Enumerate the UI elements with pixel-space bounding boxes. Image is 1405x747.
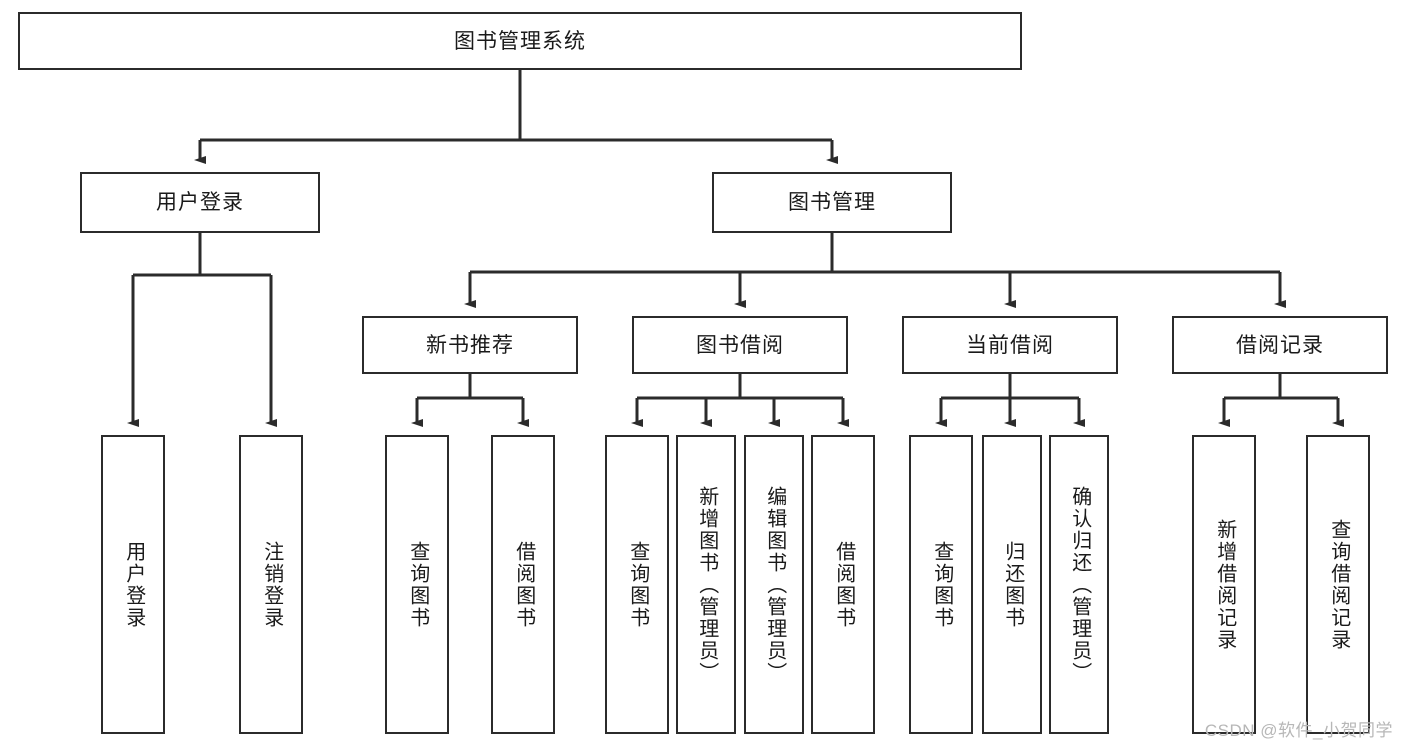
node-label: 归还图书 xyxy=(1001,540,1024,629)
node-label: 用户登录 xyxy=(122,540,145,629)
node-label: 用户登录 xyxy=(156,191,244,214)
leaf-recommend-query-book[interactable]: 查询图书 xyxy=(385,435,449,734)
node-label: 图书管理系统 xyxy=(454,29,586,53)
node-book-borrow[interactable]: 图书借阅 xyxy=(632,316,848,374)
leaf-current-confirm-return-admin[interactable]: 确认归还（管理员） xyxy=(1049,435,1109,734)
leaf-logout-login[interactable]: 注销登录 xyxy=(239,435,303,734)
node-user-login[interactable]: 用户登录 xyxy=(80,172,320,233)
leaf-recommend-borrow-book[interactable]: 借阅图书 xyxy=(491,435,555,734)
node-new-book-recommend[interactable]: 新书推荐 xyxy=(362,316,578,374)
node-label: 查询图书 xyxy=(406,540,429,629)
leaf-borrow-borrow-book[interactable]: 借阅图书 xyxy=(811,435,875,734)
node-label: 新增图书（管理员） xyxy=(695,485,718,684)
leaf-record-add-borrow-record[interactable]: 新增借阅记录 xyxy=(1192,435,1256,734)
node-root-system[interactable]: 图书管理系统 xyxy=(18,12,1022,70)
node-label: 新增借阅记录 xyxy=(1213,518,1236,651)
leaf-user-login[interactable]: 用户登录 xyxy=(101,435,165,734)
node-label: 查询借阅记录 xyxy=(1327,518,1350,651)
node-label: 查询图书 xyxy=(930,540,953,629)
leaf-borrow-add-book-admin[interactable]: 新增图书（管理员） xyxy=(676,435,736,734)
node-label: 注销登录 xyxy=(260,540,283,629)
leaf-current-query-book[interactable]: 查询图书 xyxy=(909,435,973,734)
leaf-record-query-borrow-record[interactable]: 查询借阅记录 xyxy=(1306,435,1370,734)
node-book-management[interactable]: 图书管理 xyxy=(712,172,952,233)
node-label: 借阅记录 xyxy=(1236,333,1324,357)
leaf-current-return-book[interactable]: 归还图书 xyxy=(982,435,1042,734)
leaf-borrow-query-book[interactable]: 查询图书 xyxy=(605,435,669,734)
node-label: 查询图书 xyxy=(626,540,649,629)
node-label: 新书推荐 xyxy=(426,333,514,357)
node-label: 当前借阅 xyxy=(966,333,1054,357)
node-label: 图书借阅 xyxy=(696,333,784,357)
node-label: 借阅图书 xyxy=(512,540,535,629)
node-label: 确认归还（管理员） xyxy=(1068,485,1091,684)
node-borrow-record[interactable]: 借阅记录 xyxy=(1172,316,1388,374)
node-label: 借阅图书 xyxy=(832,540,855,629)
node-current-borrow[interactable]: 当前借阅 xyxy=(902,316,1118,374)
node-label: 编辑图书（管理员） xyxy=(763,485,786,684)
node-label: 图书管理 xyxy=(788,191,876,214)
leaf-borrow-edit-book-admin[interactable]: 编辑图书（管理员） xyxy=(744,435,804,734)
